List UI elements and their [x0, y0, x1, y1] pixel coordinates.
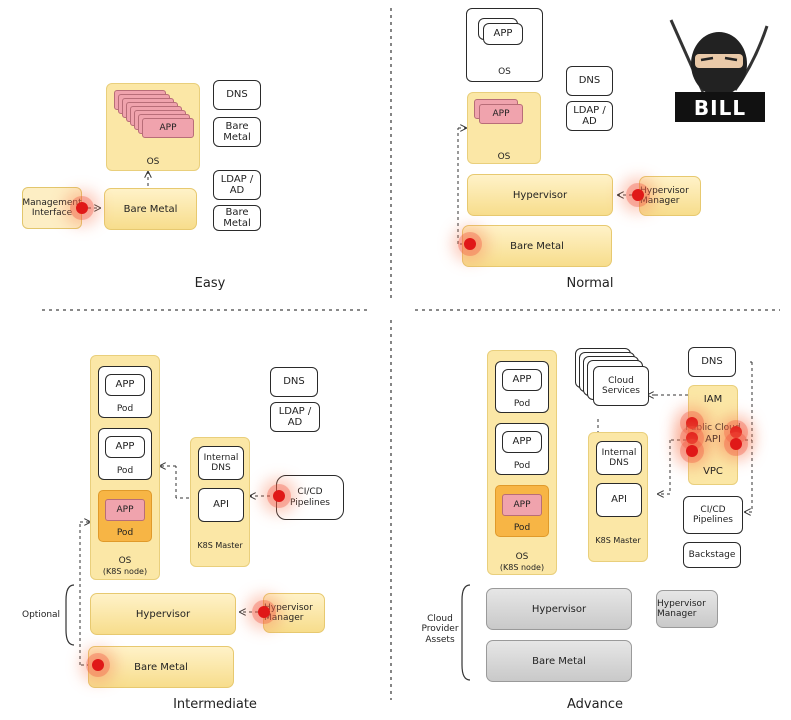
- advance-public-cloud-hotspot-5: [686, 445, 698, 457]
- intermediate-app-1: APP: [105, 374, 145, 396]
- advance-app-2: APP: [502, 431, 542, 453]
- normal-hypervisor: Hypervisor: [467, 174, 613, 216]
- normal-bare-metal: Bare Metal: [462, 225, 612, 267]
- normal-title: Normal: [566, 276, 614, 291]
- advance-pod-1-label: Pod: [513, 398, 531, 409]
- advance-public-cloud-hotspot-2: [730, 426, 742, 438]
- normal-hypervisor-manager: Hypervisor Manager: [639, 176, 701, 216]
- intermediate-internal-dns: Internal DNS: [198, 446, 244, 480]
- intermediate-title: Intermediate: [173, 697, 257, 712]
- advance-cloud-services-stack: Cloud Services: [575, 348, 655, 410]
- advance-pod-3-label: Pod: [513, 523, 531, 533]
- intermediate-os-sub: (K8S node): [102, 567, 148, 576]
- easy-dns: DNS: [213, 80, 261, 110]
- normal-bare-metal-hotspot: [464, 238, 476, 250]
- easy-ldap: LDAP / AD: [213, 170, 261, 200]
- intermediate-app-2: APP: [105, 436, 145, 458]
- intermediate-app-3: APP: [105, 499, 145, 521]
- intermediate-bare-metal: Bare Metal: [88, 646, 234, 688]
- intermediate-pod-2-label: Pod: [116, 465, 134, 476]
- advance-hypervisor-manager: Hypervisor Manager: [656, 590, 718, 628]
- normal-app-white: APP: [483, 23, 523, 45]
- advance-dns: DNS: [688, 347, 736, 377]
- advance-public-cloud-hotspot-3: [686, 432, 698, 444]
- intermediate-hypervisor-manager: Hypervisor Manager: [263, 593, 325, 633]
- advance-hypervisor: Hypervisor: [486, 588, 632, 630]
- advance-public-cloud-hotspot-1: [686, 417, 698, 429]
- advance-app-1: APP: [502, 369, 542, 391]
- advance-backstage: Backstage: [683, 542, 741, 568]
- easy-bare-metal-box-2: Bare Metal: [213, 205, 261, 231]
- intermediate-hypervisor-manager-hotspot: [258, 606, 270, 618]
- intermediate-os-label: OS: [118, 556, 132, 566]
- advance-title: Advance: [567, 697, 623, 712]
- intermediate-cicd: CI/CD Pipelines: [276, 475, 344, 520]
- easy-bare-metal: Bare Metal: [104, 188, 197, 230]
- normal-ldap: LDAP / AD: [566, 101, 613, 131]
- easy-bare-metal-box-1: Bare Metal: [213, 117, 261, 147]
- advance-cicd: CI/CD Pipelines: [683, 496, 743, 534]
- easy-management-interface: Management Interface: [22, 187, 82, 229]
- intermediate-pod-3-label: Pod: [116, 528, 134, 538]
- advance-app-3: APP: [502, 494, 542, 516]
- intermediate-ldap: LDAP / AD: [270, 402, 320, 432]
- normal-dns: DNS: [566, 66, 613, 96]
- easy-title: Easy: [194, 276, 226, 291]
- advance-cloud-services: Cloud Services: [593, 366, 649, 406]
- brand-logo: BILL HO: [663, 12, 775, 144]
- intermediate-bare-metal-hotspot: [92, 659, 104, 671]
- intermediate-cicd-hotspot: [273, 490, 285, 502]
- advance-public-cloud-label: Public Cloud: [685, 423, 741, 433]
- normal-hypervisor-manager-hotspot: [632, 189, 644, 201]
- intermediate-optional: Optional: [22, 610, 61, 620]
- advance-iam: IAM: [703, 394, 723, 405]
- easy-app-stack: APP: [114, 90, 194, 150]
- ninja-icon: [669, 19, 769, 122]
- easy-management-hotspot: [76, 202, 88, 214]
- easy-os-label: OS: [146, 157, 160, 167]
- intermediate-dns: DNS: [270, 367, 318, 397]
- normal-os-white-label: OS: [498, 66, 511, 77]
- advance-k8s-master-label: K8S Master: [595, 536, 641, 545]
- advance-public-cloud-hotspot-4: [730, 438, 742, 450]
- advance-internal-dns: Internal DNS: [596, 441, 642, 475]
- normal-app-box: APP: [479, 104, 523, 124]
- advance-os-sub: (K8S node): [499, 563, 545, 572]
- brand-name: BILL HO: [693, 96, 747, 144]
- advance-api: API: [596, 483, 642, 517]
- advance-pod-2-label: Pod: [513, 460, 531, 471]
- advance-cloud-provider: Cloud Provider Assets: [421, 614, 459, 645]
- intermediate-hypervisor: Hypervisor: [90, 593, 236, 635]
- intermediate-api: API: [198, 488, 244, 522]
- advance-api-cloud: API: [705, 434, 721, 445]
- advance-vpc: VPC: [703, 466, 723, 477]
- advance-bare-metal: Bare Metal: [486, 640, 632, 682]
- easy-app-box: APP: [142, 118, 194, 138]
- intermediate-k8s-master-label: K8S Master: [197, 541, 243, 550]
- normal-os-label: OS: [497, 152, 511, 162]
- intermediate-pod-1-label: Pod: [116, 403, 134, 414]
- advance-os-label: OS: [515, 552, 529, 562]
